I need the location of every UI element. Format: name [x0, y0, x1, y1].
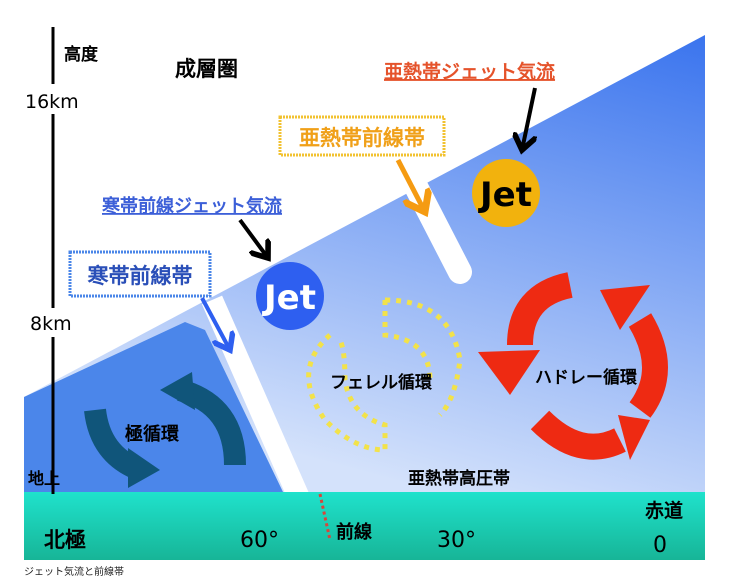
label-8km: 8km [30, 313, 72, 335]
stratosphere-label: 成層圏 [175, 57, 238, 81]
polar-arrow-head-2 [160, 372, 195, 410]
ferrel-cell-label: フェレル循環 [330, 372, 433, 393]
north-pole-label: 北極 [44, 528, 86, 552]
subtropical-jet-circle [472, 159, 540, 227]
subtropical-jet-label: 亜熱帯ジェット気流 [384, 60, 555, 83]
subtropical-front-arrow [395, 158, 425, 212]
hadley-arrow-head-3 [618, 415, 650, 460]
subtropical-jet-arrow [522, 87, 535, 150]
lat60-label: 60° [240, 528, 279, 553]
polar-front-jet-text: Jet [262, 278, 316, 318]
hadley-cell-arrows [507, 272, 668, 460]
label-16km: 16km [25, 91, 79, 113]
subtropical-front-label: 亜熱帯前線帯 [299, 126, 425, 150]
subtropical-front-box [278, 115, 446, 157]
polar-front-box [68, 250, 212, 298]
subtropical-jet-text: Jet [478, 175, 532, 215]
hadley-cell-label: ハドレー循環 [535, 367, 638, 388]
front-label: 前線 [336, 521, 372, 543]
polar-arrow-head-1 [128, 448, 160, 488]
ground-band [24, 492, 705, 560]
zero-label: 0 [653, 533, 667, 558]
polar-front-jet-label: 寒帯前線ジェット気流 [101, 195, 282, 217]
altitude-title: 高度 [64, 44, 99, 65]
polar-cell-region [24, 322, 283, 492]
lat30-label: 30° [437, 528, 476, 553]
polar-front-label: 寒帯前線帯 [88, 264, 193, 288]
hadley-arrow-head-2 [600, 285, 650, 330]
polar-front-jet-arrow [238, 218, 268, 258]
front-line [318, 493, 332, 541]
label-ground: 地上 [28, 469, 60, 488]
figure-caption: ジェット気流と前線帯 [24, 567, 124, 578]
polar-front-arrow [200, 297, 230, 350]
subtropical-high-label: 亜熱帯高圧帯 [408, 468, 510, 489]
hadley-arrow-head-1 [478, 350, 540, 395]
ferrel-cell-loops [306, 297, 463, 453]
polar-cell-label: 極循環 [125, 423, 180, 445]
equator-label: 赤道 [645, 499, 683, 522]
polar-front-jet-circle [256, 262, 324, 330]
